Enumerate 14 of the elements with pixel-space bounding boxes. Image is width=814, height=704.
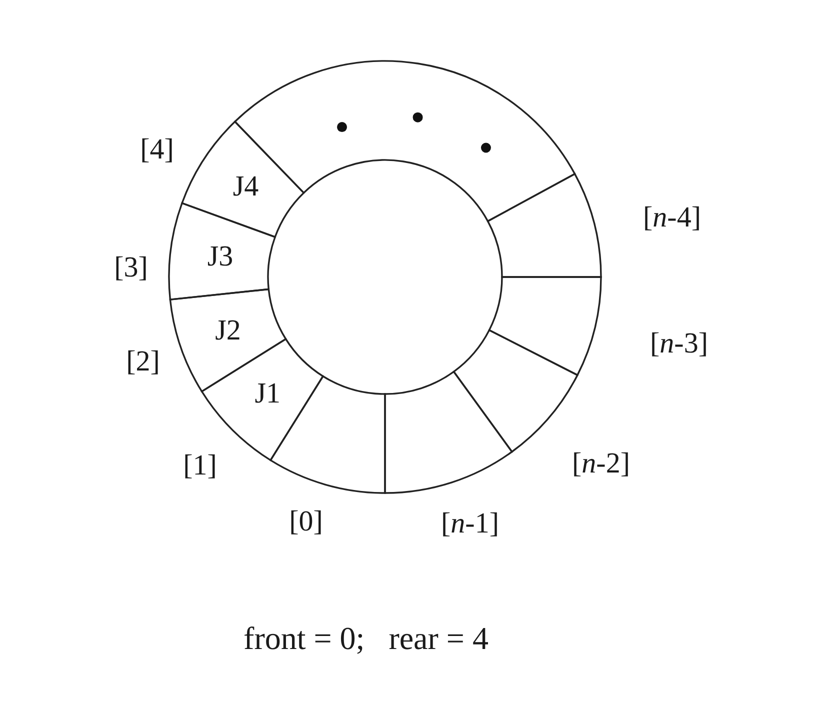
cell-label: J3 xyxy=(207,242,234,272)
cell-label: J4 xyxy=(232,172,259,202)
index-label: [n-2] xyxy=(572,450,630,478)
index-label: [4] xyxy=(140,136,174,164)
index-label: [0] xyxy=(289,508,323,536)
cell-label: J1 xyxy=(254,380,280,409)
state-note: front = 0; rear = 4 xyxy=(244,622,488,654)
index-label: [1] xyxy=(183,452,217,480)
index-label: [n-3] xyxy=(650,330,708,358)
index-label: [n-4] xyxy=(643,204,701,232)
cell-label: J2 xyxy=(215,316,241,346)
index-label: [n-1] xyxy=(441,510,499,538)
index-label: [2] xyxy=(126,348,160,376)
index-label: [3] xyxy=(114,254,148,282)
